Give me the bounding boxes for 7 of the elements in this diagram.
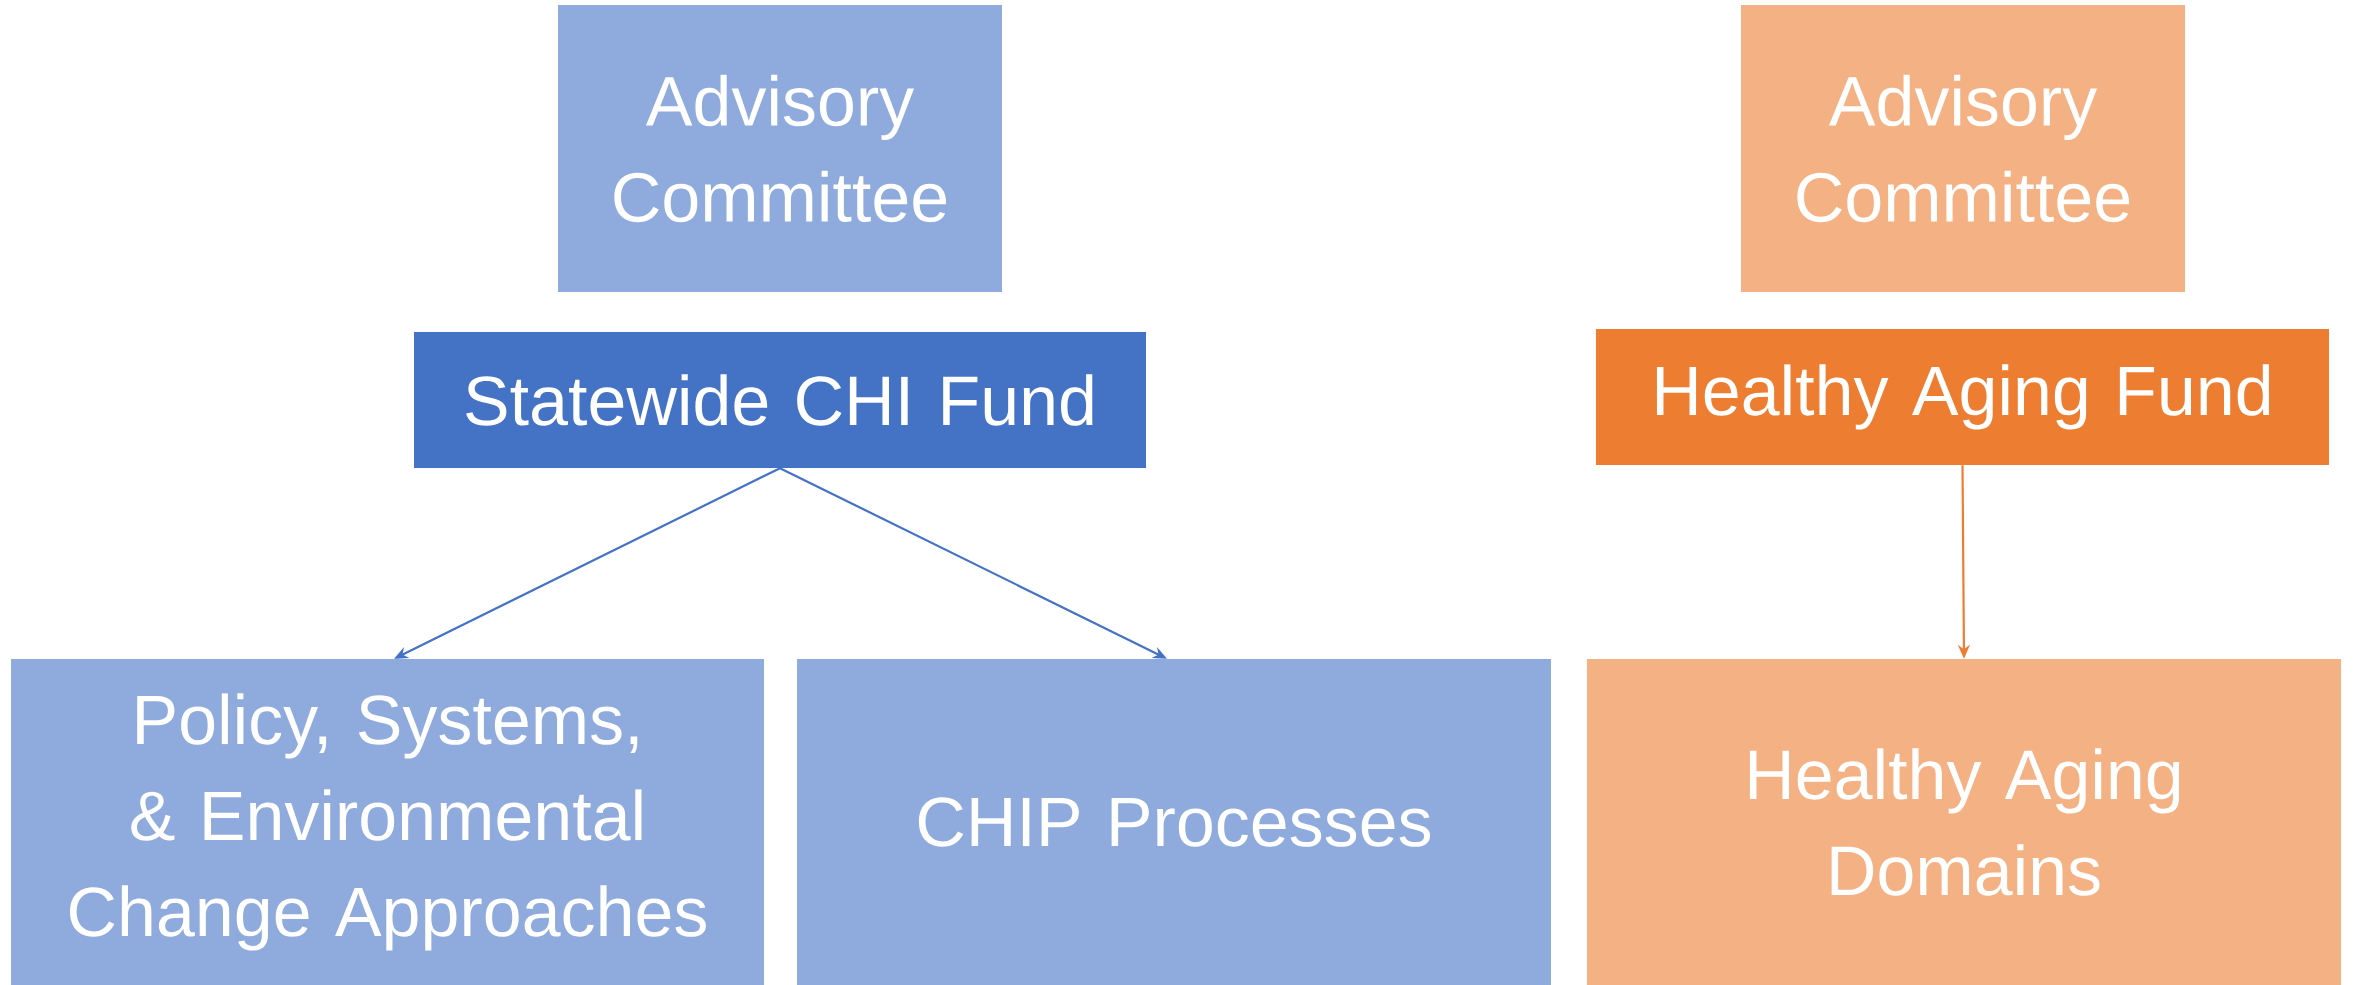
fund-box: Statewide CHI Fund [414, 332, 1146, 468]
program-box: CHIP Processes [797, 659, 1551, 985]
committee-box: Advisory Committee [1741, 5, 2185, 292]
program-box: Policy, Systems, & Environmental Change Approaches [11, 659, 764, 985]
committee-box: Advisory Committee [558, 5, 1002, 292]
fund-box: Healthy Aging Fund [1596, 329, 2329, 465]
program-box: Healthy Aging Domains [1587, 659, 2341, 985]
